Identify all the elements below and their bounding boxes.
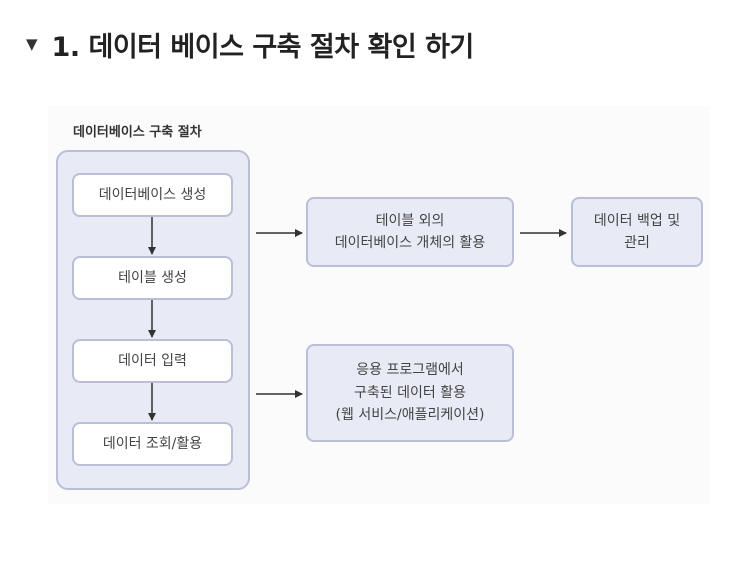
triangle-down-icon[interactable]: ▼ (26, 35, 38, 53)
step-query-data: 데이터 조회/활용 (72, 422, 233, 466)
application-node: 응용 프로그램에서 구축된 데이터 활용 (웹 서비스/애플리케이션) (306, 344, 514, 442)
step-create-table: 테이블 생성 (72, 256, 233, 300)
backup-node: 데이터 백업 및 관리 (571, 197, 703, 267)
group-title: 데이터베이스 구축 절차 (73, 125, 202, 140)
section-heading: ▼ 1. 데이터 베이스 구축 절차 확인 하기 (26, 24, 474, 64)
step-insert-data: 데이터 입력 (72, 339, 233, 383)
section-title: 1. 데이터 베이스 구축 절차 확인 하기 (51, 31, 475, 63)
other-objects-node: 테이블 외의 데이터베이스 개체의 활용 (306, 197, 514, 267)
step-create-database: 데이터베이스 생성 (72, 173, 233, 217)
